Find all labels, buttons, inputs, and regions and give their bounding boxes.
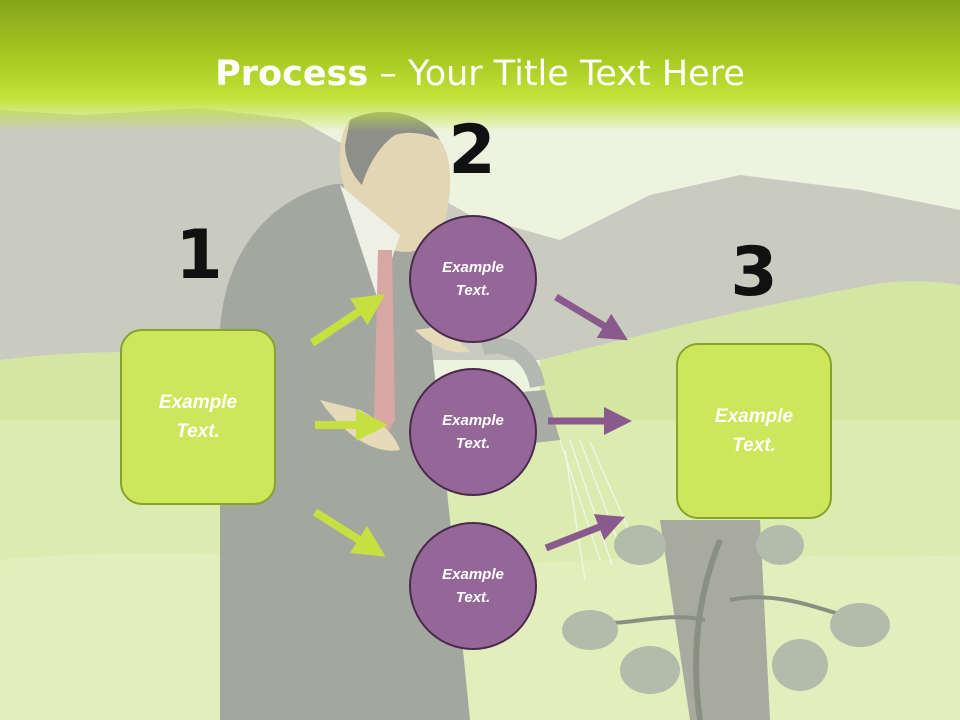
arrow-left-to-top [309, 294, 386, 347]
circle-middle-text: Example Text. [442, 412, 504, 452]
step-3-box[interactable]: Example Text. [676, 343, 832, 519]
step-number-3: 3 [730, 233, 778, 312]
title-bold: Process [215, 54, 369, 94]
arrow-bottom-to-right [544, 514, 626, 552]
arrow-top-to-right [554, 293, 629, 341]
title-bar [0, 0, 960, 132]
circle-top-text: Example Text. [442, 259, 504, 299]
step-2-circle-middle[interactable]: Example Text. [409, 368, 537, 496]
step-2-circle-bottom[interactable]: Example Text. [409, 522, 537, 650]
step-2-circle-top[interactable]: Example Text. [409, 215, 537, 343]
slide-title[interactable]: Process – Your Title Text Here [0, 52, 960, 96]
title-rest: – Your Title Text Here [368, 54, 745, 94]
circle-bottom-text: Example Text. [442, 566, 504, 606]
step-number-2: 2 [448, 111, 496, 190]
step-3-text: Example Text. [714, 406, 794, 456]
step-number-1: 1 [175, 216, 223, 295]
step-1-text: Example Text. [158, 392, 238, 442]
step-1-box[interactable]: Example Text. [120, 329, 276, 505]
arrow-left-to-bottom [312, 508, 386, 557]
